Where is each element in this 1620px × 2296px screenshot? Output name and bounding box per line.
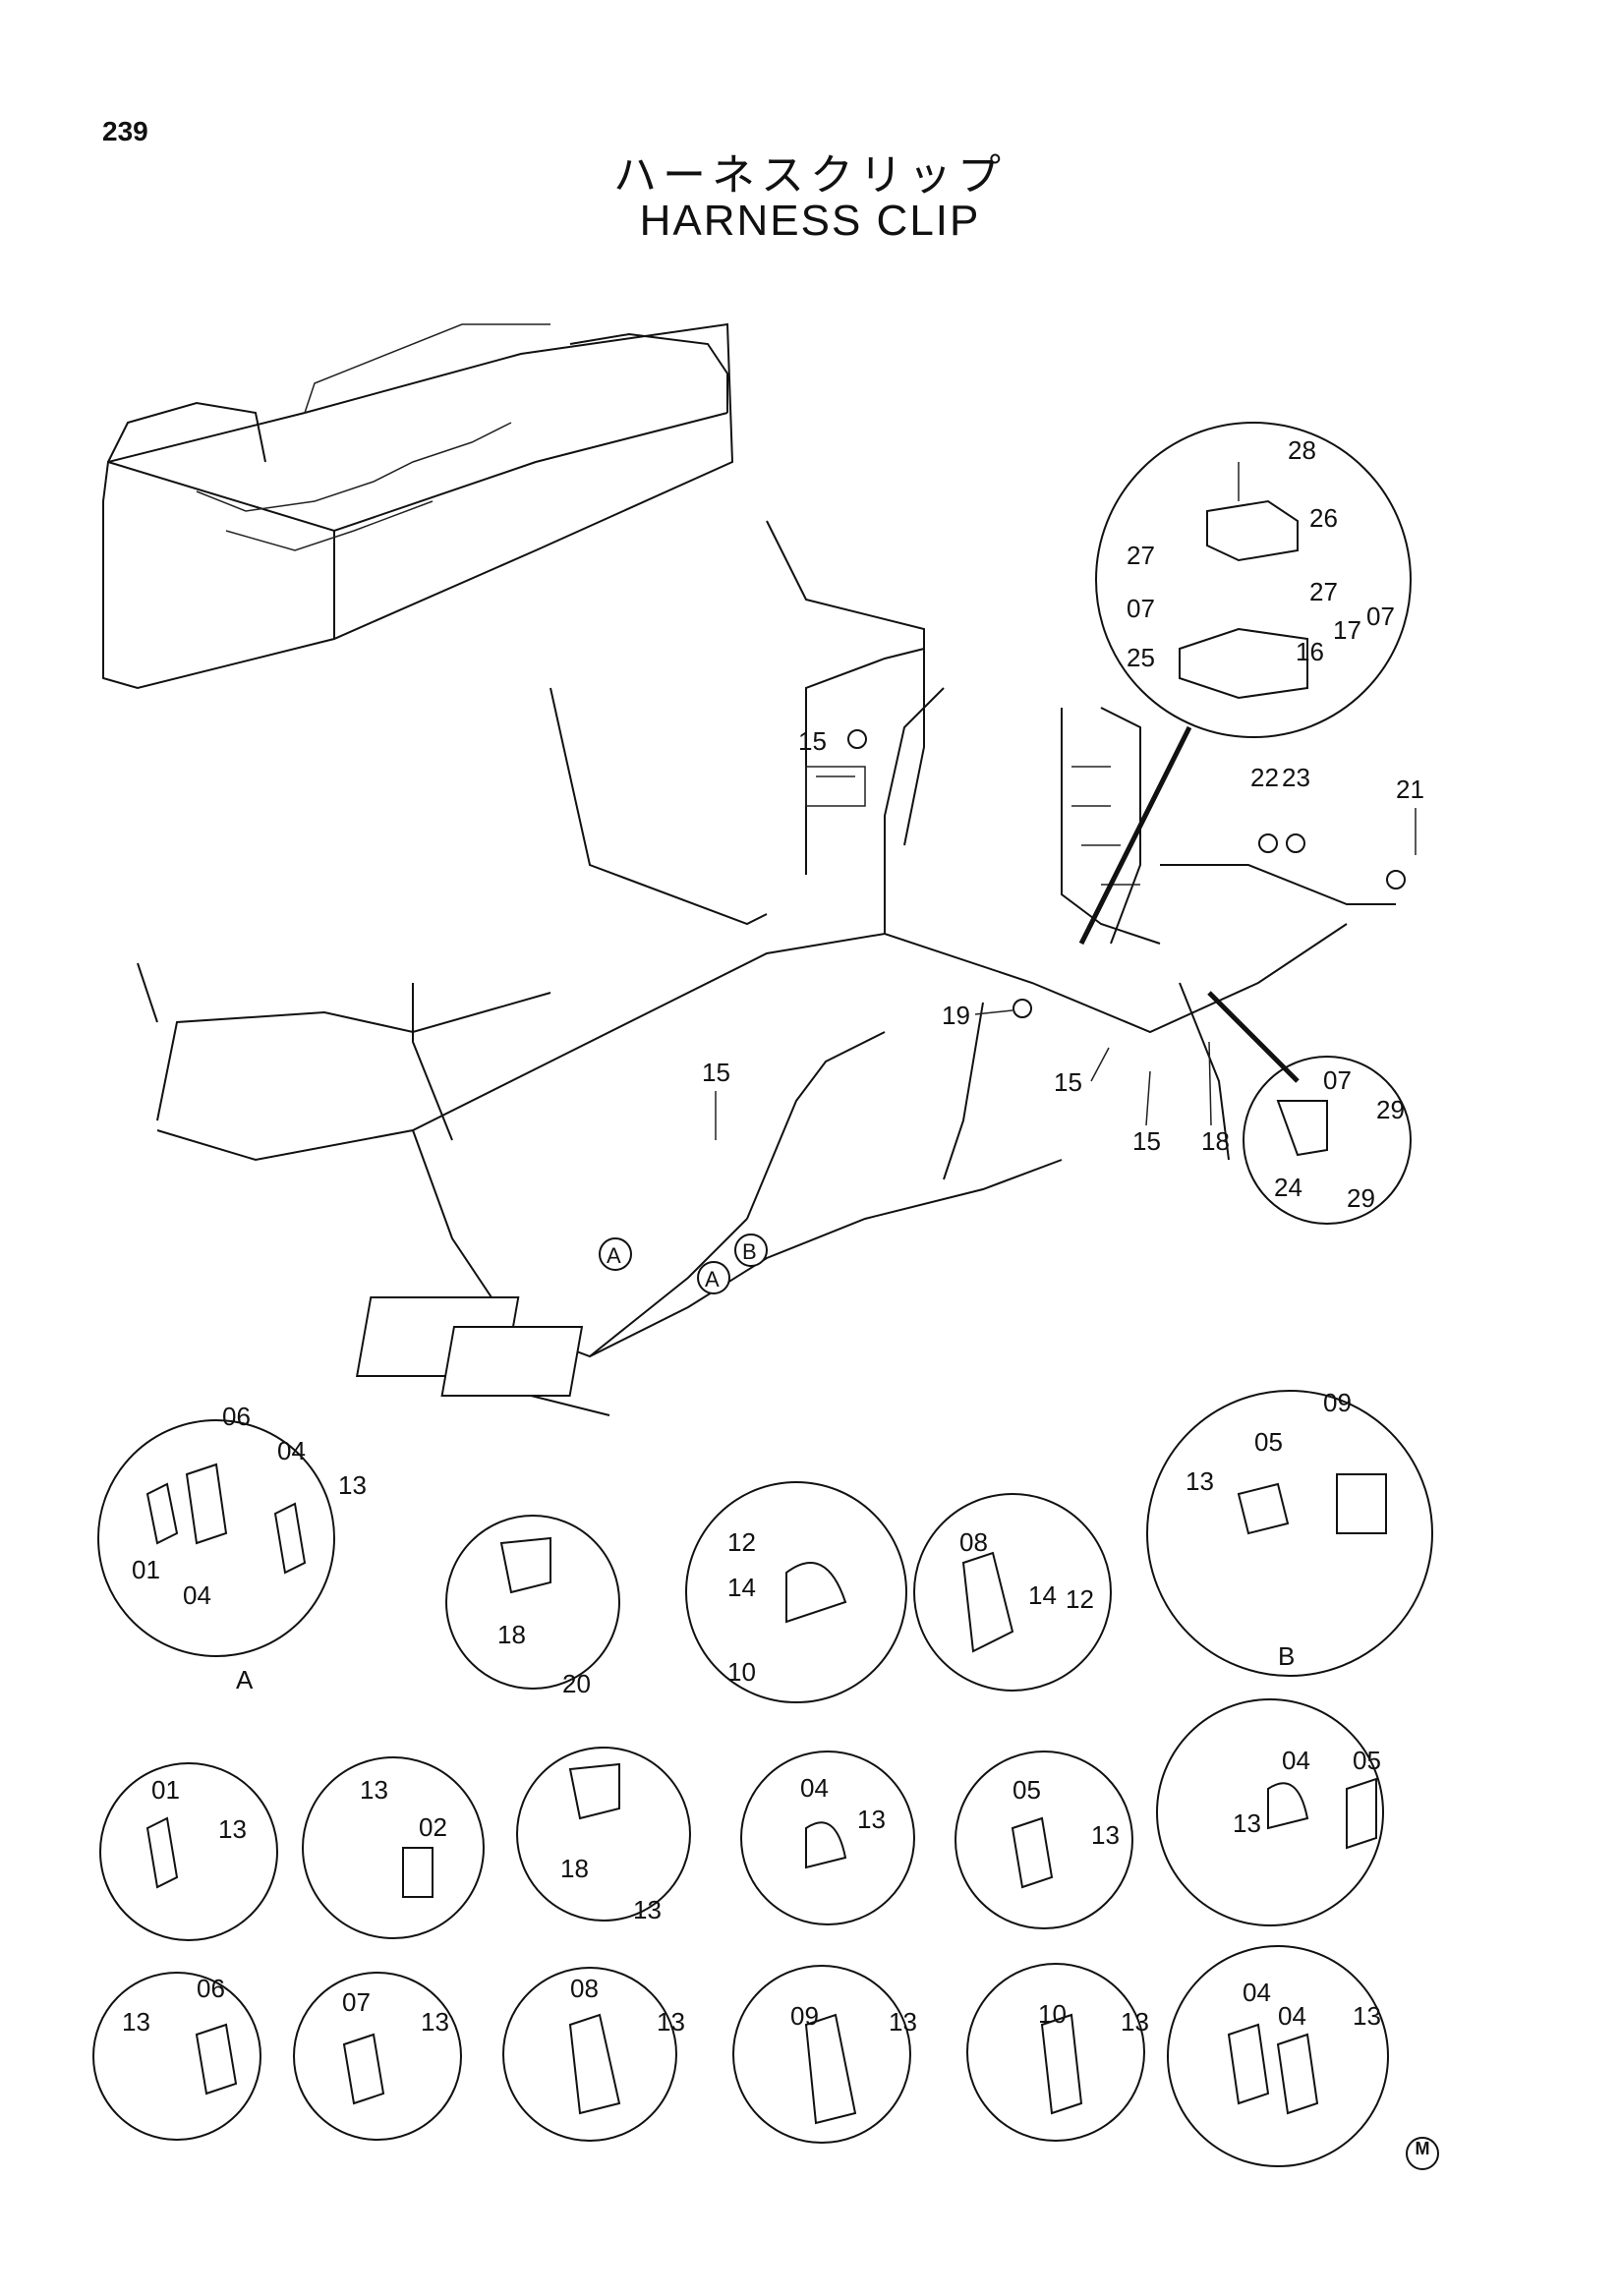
part-label: 04 [277,1436,306,1465]
part-label: 13 [889,2007,917,2037]
detail-circle-01: 01 13 [99,1762,278,1941]
part-label: 04 [1278,2001,1306,2031]
detail-circle-08-14-12: 08 14 12 [913,1493,1112,1692]
detail-circle-04: 04 13 [740,1751,915,1925]
part-label: 13 [218,1814,247,1844]
title-japanese: ハーネスクリップ [613,150,1007,201]
part-label: 13 [633,1895,662,1924]
part-label: 08 [959,1527,988,1557]
part-label: 09 [1323,1388,1352,1417]
part-label: 07 [1366,602,1395,631]
detail-circle-06: 06 13 [92,1972,261,2141]
part-label: 13 [360,1775,388,1805]
part-label: 13 [1121,2007,1149,2037]
part-label: 13 [338,1470,367,1500]
part-label: 29 [1376,1095,1405,1124]
callout-15: 15 [798,726,827,756]
part-label: 13 [122,2007,150,2037]
detail-circle-07: 07 13 [293,1972,462,2141]
part-label: 05 [1012,1775,1041,1805]
part-label: 08 [570,1974,599,2003]
callout-23: 23 [1282,763,1310,792]
part-label: 28 [1288,435,1316,465]
part-label: 10 [1038,1999,1067,2029]
callout-15: 15 [702,1058,730,1087]
title-english: HARNESS CLIP [639,197,981,245]
part-label: 16 [1296,637,1324,666]
part-label: 13 [657,2007,685,2037]
main-callouts: 15 15 15 15 19 18 21 22 23 A A B [599,726,1424,1294]
part-label: 27 [1309,577,1338,606]
part-label: 27 [1127,541,1155,570]
reference-B: B [742,1239,757,1264]
detail-circle-B: 09 05 13 B [1146,1388,1433,1677]
part-label: 13 [1353,2001,1381,2031]
part-label: 12 [727,1527,756,1557]
reference-A: A [607,1243,621,1268]
part-label: 04 [1243,1978,1271,2007]
callout-19: 19 [942,1001,970,1030]
callout-15: 15 [1132,1126,1161,1156]
corner-mark-M: M [1406,2137,1439,2170]
callout-18: 18 [1201,1126,1230,1156]
part-label: 10 [727,1657,756,1687]
part-label: 12 [1066,1584,1094,1614]
part-label: 01 [151,1775,180,1805]
callout-21: 21 [1396,775,1424,804]
part-label: 18 [560,1854,589,1883]
part-label: 24 [1274,1173,1302,1202]
part-label: 06 [197,1974,225,2003]
detail-caption: B [1278,1641,1295,1671]
part-label: 26 [1309,503,1338,533]
detail-circle-18-20: 18 20 [445,1515,620,1698]
detail-circle-08: 08 13 [502,1967,685,2142]
part-label: 06 [222,1402,251,1431]
detail-circle-02: 13 02 [302,1756,485,1939]
part-label: 02 [419,1812,447,1842]
part-label: 04 [183,1580,211,1610]
detail-circle-10: 10 13 [966,1963,1149,2142]
detail-circle-top: 28 26 27 27 07 25 16 17 07 [1095,422,1412,738]
page-number: 239 [102,116,148,146]
part-label: 07 [342,1987,371,2017]
part-label: 17 [1333,615,1361,645]
part-label: 04 [1282,1746,1310,1775]
detail-circle-18-13: 18 13 [516,1747,691,1924]
part-label: 07 [1127,594,1155,623]
part-label: 13 [421,2007,449,2037]
part-label: 13 [1233,1808,1261,1838]
part-label: 13 [1186,1466,1214,1496]
reference-A: A [705,1267,720,1292]
part-label: 13 [857,1805,886,1834]
part-label: 20 [562,1669,591,1698]
part-label: 07 [1323,1065,1352,1095]
part-label: 18 [497,1620,526,1649]
detail-circle-04-04: 04 04 13 [1167,1945,1389,2167]
part-label: 14 [727,1573,756,1602]
detail-circle-A: 06 04 13 01 04 A [97,1402,367,1694]
detail-caption: A [236,1665,254,1694]
harness-assembly-drawing [137,520,1396,1416]
detail-circle-04-05: 04 05 13 [1156,1698,1384,1926]
callout-15: 15 [1054,1067,1082,1097]
detail-circle-09: 09 13 [732,1965,917,2144]
part-label: 29 [1347,1183,1375,1213]
callout-22: 22 [1250,763,1279,792]
detail-circle-05: 05 13 [955,1751,1133,1929]
detail-circle-12-14-10: 12 14 10 [685,1481,907,1703]
part-label: 14 [1028,1580,1057,1610]
part-label: 05 [1353,1746,1381,1775]
part-label: 05 [1254,1427,1283,1457]
part-label: 04 [800,1773,829,1803]
machine-overview-drawing [102,322,734,690]
detail-circle-right: 07 29 24 29 [1243,1056,1412,1225]
part-label: 09 [790,2001,819,2031]
part-label: 13 [1091,1820,1120,1850]
part-label: 01 [132,1555,160,1584]
part-label: 25 [1127,643,1155,672]
